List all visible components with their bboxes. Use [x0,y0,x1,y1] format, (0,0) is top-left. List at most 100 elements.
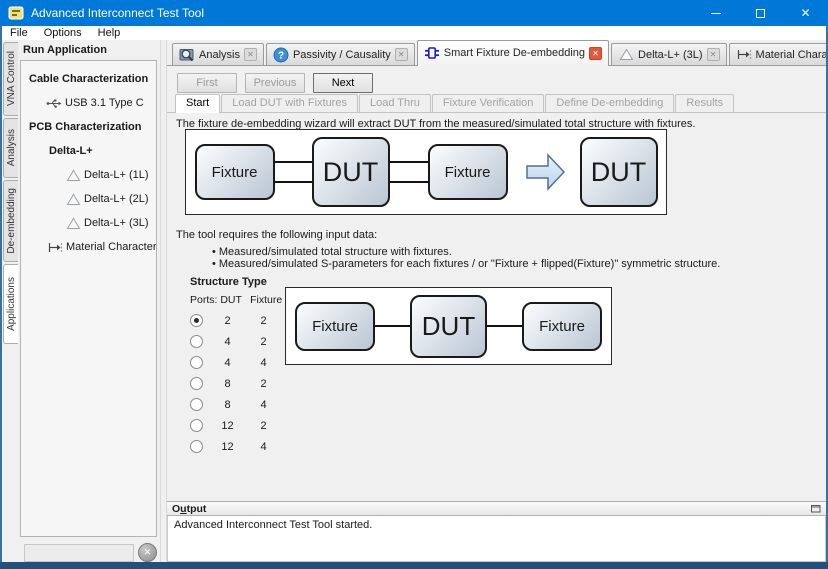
radio-button[interactable] [190,335,203,348]
structure-option-row[interactable]: 4 2 [190,331,285,352]
output-log[interactable]: Advanced Interconnect Test Tool started. [167,516,826,562]
fixture-box: Fixture [295,301,375,351]
radio-button[interactable] [190,419,203,432]
dut-result-box: DUT [579,137,658,207]
side-tab-de-embedding[interactable]: De-embedding [3,180,18,262]
triangle-icon [64,217,82,230]
tree-item-delta-l-1l[interactable]: Delta-L+ (1L) [21,163,156,187]
structure-option-row[interactable]: 8 2 [190,373,285,394]
structure-option-row[interactable]: 12 4 [190,436,285,457]
side-tab-vna-control[interactable]: VNA Control [3,42,18,116]
radio-button[interactable] [190,440,203,453]
first-button[interactable]: First [177,73,237,93]
menu-options[interactable]: Options [43,27,82,39]
column-header-ports-dut: Ports: DUT [190,294,242,306]
menu-file[interactable]: File [10,27,28,39]
structure-option-row[interactable]: 12 2 [190,415,285,436]
application-tree: Cable Characterization USB 3.1 Type C PC… [20,60,157,537]
tree-item-cable-characterization[interactable]: Cable Characterization [29,73,149,85]
tab-smart-fixture-de-embedding[interactable]: Smart Fixture De-embedding ✕ [416,40,610,66]
question-icon: ? [273,47,289,63]
next-button[interactable]: Next [313,73,373,93]
close-tab-icon[interactable]: ✕ [706,48,720,61]
tree-item-delta-l-3l[interactable]: Delta-L+ (3L) [21,211,156,235]
log-line: Advanced Interconnect Test Tool started. [174,519,373,531]
fixture-box: Fixture [194,144,275,200]
radio-button[interactable] [190,377,203,390]
step-tab-results[interactable]: Results [675,94,735,112]
window-border [826,26,828,562]
app-icon [8,6,24,20]
triangle-icon [618,47,634,63]
tab-analysis[interactable]: Analysis ✕ [172,43,264,65]
tab-passivity-causality[interactable]: ? Passivity / Causality ✕ [265,43,415,65]
close-tab-icon[interactable]: ✕ [394,48,408,61]
radio-button[interactable] [190,356,203,369]
step-tab-define-de-embedding[interactable]: Define De-embedding [545,94,675,112]
tree-item-usb-31-type-c[interactable]: USB 3.1 Type C [21,91,156,115]
side-tab-applications[interactable]: Applications [3,264,19,344]
menu-bar: File Options Help [2,26,826,40]
svg-text:?: ? [278,50,284,61]
structure-type-group: Structure Type Ports: DUT Fixture 2 2 4 … [190,276,285,457]
smart-fixture-wizard-pane: First Previous Next Start Load DUT with … [167,66,826,495]
connector-lines [389,161,428,183]
structure-diagram: Fixture DUT Fixture [285,287,612,365]
material-icon [46,241,64,254]
menu-help[interactable]: Help [97,27,121,39]
previous-button[interactable]: Previous [245,73,305,93]
tree-item-delta-l-2l[interactable]: Delta-L+ (2L) [21,187,156,211]
triangle-icon [64,193,82,206]
step-tab-start[interactable]: Start [175,94,221,113]
close-icon[interactable]: ✕ [800,6,811,20]
dut-box: DUT [311,137,390,207]
radio-button[interactable] [190,398,203,411]
side-tab-strip: VNA Control Analysis De-embedding Applic… [2,40,19,562]
filter-input[interactable] [24,544,134,562]
maximize-icon[interactable] [738,0,783,26]
tree-item-delta-l-plus[interactable]: Delta-L+ [49,145,93,157]
step-tab-load-thru[interactable]: Load Thru [358,94,431,112]
radio-button[interactable] [190,314,203,327]
window-border [0,26,2,562]
document-tab-bar: Analysis ✕ ? Passivity / Causality ✕ Sma… [167,40,828,66]
step-tab-fixture-verification[interactable]: Fixture Verification [431,94,545,112]
structure-option-row[interactable]: 2 2 [190,310,285,331]
minimize-icon[interactable] [693,0,738,26]
tab-material-characterization[interactable]: Material Characterization ✕ [728,43,828,65]
de-embedding-diagram: Fixture DUT Fixture DUT [185,129,667,215]
structure-option-row[interactable]: 8 4 [190,394,285,415]
fixture-box: Fixture [427,144,508,200]
fixture-box: Fixture [522,301,602,351]
panel-splitter[interactable] [160,40,167,562]
structure-option-row[interactable]: 4 4 [190,352,285,373]
window-title: Advanced Interconnect Test Tool [31,6,205,20]
side-tab-analysis[interactable]: Analysis [3,118,18,178]
output-splitter[interactable] [167,495,826,501]
close-tab-icon[interactable]: ✕ [243,48,257,61]
wizard-nav-buttons: First Previous Next [177,73,373,93]
dut-box: DUT [410,294,487,358]
wizard-intro-text: The fixture de-embedding wizard will ext… [176,118,696,130]
tab-delta-l-3l[interactable]: Delta-L+ (3L) ✕ [611,43,727,65]
analysis-icon [179,47,195,63]
connector-line [375,325,410,327]
tree-item-material-characterization[interactable]: Material Characterization [21,235,156,259]
right-block-arrow-icon [525,153,565,191]
output-title: Output [172,502,207,515]
step-tab-load-dut-with-fixtures[interactable]: Load DUT with Fixtures [221,94,358,112]
connector-line [487,325,522,327]
window-border [0,562,828,569]
title-bar: Advanced Interconnect Test Tool ✕ [0,0,828,26]
clear-filter-button[interactable]: ✕ [138,543,157,562]
bullet-item: Measured/simulated total structure with … [212,246,452,258]
usb-icon [45,98,63,109]
float-panel-icon[interactable] [811,504,821,513]
material-icon [736,47,752,63]
triangle-icon [64,169,82,182]
output-panel-header: Output [167,501,826,516]
run-application-panel: Run Application Cable Characterization U… [18,40,160,562]
structure-type-title: Structure Type [190,276,267,288]
close-tab-icon[interactable]: ✕ [589,46,603,60]
tree-item-pcb-characterization[interactable]: PCB Characterization [29,121,142,133]
